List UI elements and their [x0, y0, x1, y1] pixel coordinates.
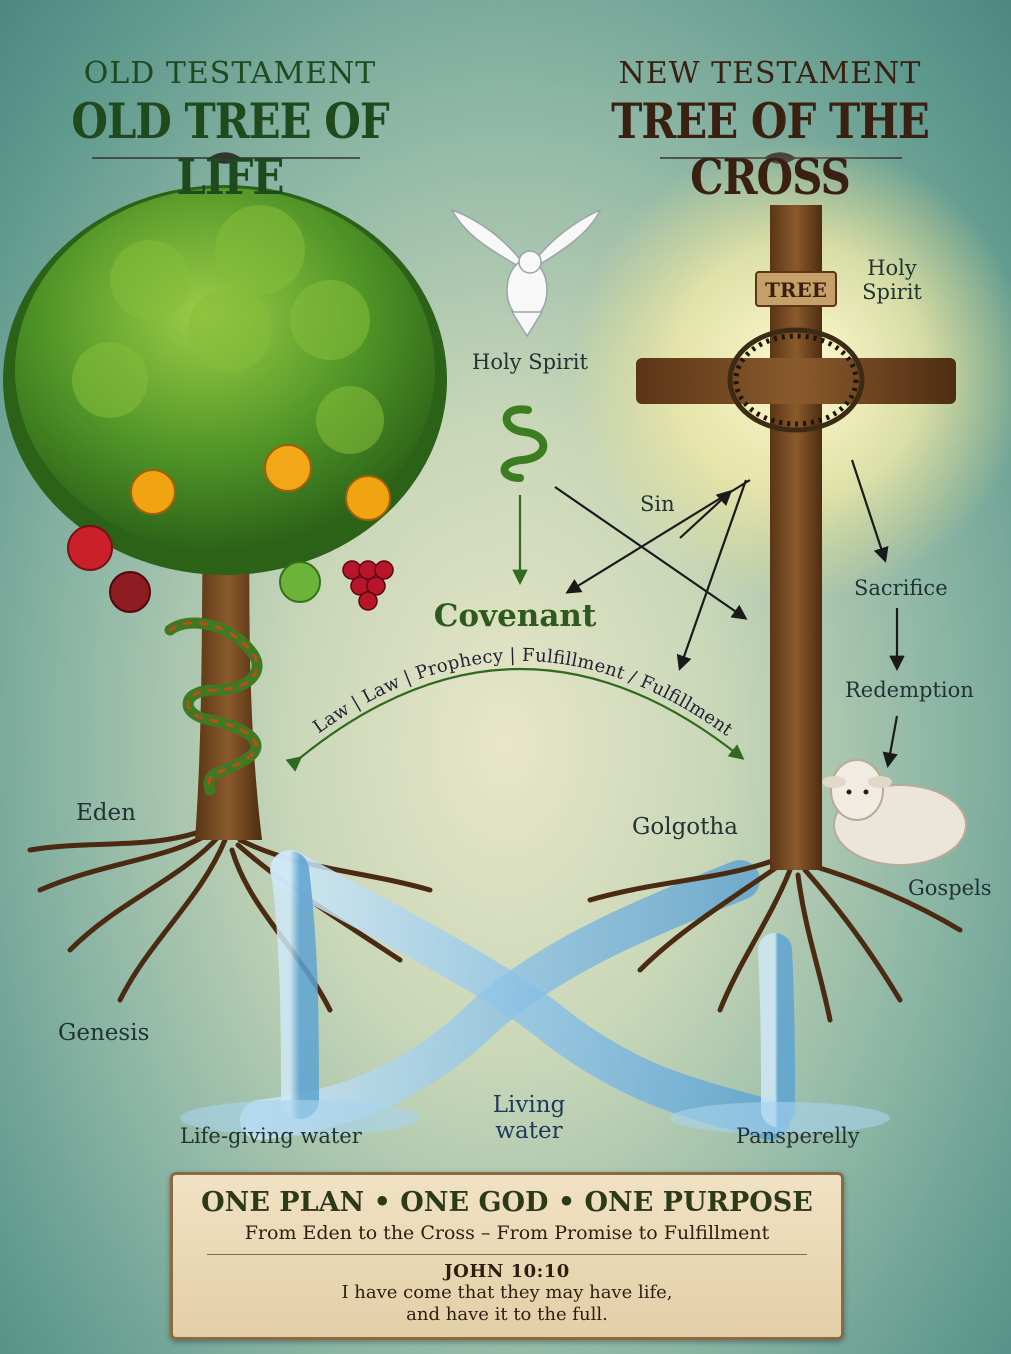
crown-of-thorns-icon [727, 327, 865, 433]
verse-line-2: and have it to the full. [406, 1304, 608, 1325]
living-water-label: Living water [488, 1092, 570, 1144]
genesis-label: Genesis [58, 1020, 150, 1046]
arc-label-prophecy: Prophecy [413, 645, 505, 684]
arc-label-fulfillment-1: Fulfillment [522, 645, 628, 684]
banner-motto: ONE PLAN • ONE GOD • ONE PURPOSE [201, 1187, 813, 1218]
old-tree-title: OLD TREE OF LIFE [71, 93, 389, 206]
gospels-label: Gospels [908, 876, 992, 900]
serpent-icon [500, 405, 548, 482]
old-testament-label: OLD TESTAMENT [83, 56, 377, 91]
dove-icon [450, 208, 602, 338]
new-testament-header: NEW TESTAMENT TREE OF THE CROSS [560, 56, 980, 206]
redemption-label: Redemption [845, 678, 974, 702]
arc-labels: Law | Law | Prophecy | Fulfillment / Ful… [309, 645, 737, 741]
eden-label: Eden [76, 800, 136, 826]
life-giving-water-label: Life-giving water [180, 1124, 362, 1148]
living-water-line-1: Living [492, 1092, 566, 1118]
banner-divider [207, 1254, 807, 1255]
lamb-icon [822, 759, 967, 866]
verse-reference: JOHN 10:10 [444, 1261, 570, 1282]
verse-line-1: I have come that they may have life, [341, 1282, 673, 1303]
banner-subtitle: From Eden to the Cross – From Promise to… [244, 1222, 770, 1244]
holy-spirit-right-line-1: Holy [867, 256, 917, 280]
holy-spirit-right-label: Holy Spirit [860, 256, 924, 304]
fruit-tree-icon [3, 185, 447, 1013]
golgotha-label: Golgotha [632, 814, 738, 840]
serpent-icon [164, 617, 263, 796]
relationship-arrows [285, 459, 905, 772]
sacrifice-label: Sacrifice [854, 576, 948, 600]
covenant-label: Covenant [433, 598, 597, 634]
left-header-divider [92, 152, 360, 164]
sin-label: Sin [640, 492, 675, 516]
holy-spirit-right-line-2: Spirit [862, 280, 922, 304]
pansperelly-label: Pansperelly [736, 1124, 860, 1148]
tree-of-cross-title: TREE OF THE CROSS [611, 93, 930, 206]
arc-label-fulfillment-2: Fulfillment [637, 671, 737, 741]
cross-icon [587, 205, 963, 1023]
bottom-banner: ONE PLAN • ONE GOD • ONE PURPOSE From Ed… [170, 1172, 844, 1340]
water-stream-icon [180, 850, 890, 1140]
old-testament-header: OLD TESTAMENT OLD TREE OF LIFE [30, 56, 430, 206]
living-water-line-2: water [495, 1118, 563, 1144]
holy-spirit-dove-label: Holy Spirit [472, 350, 588, 374]
new-testament-label: NEW TESTAMENT [618, 56, 922, 91]
cross-sign-text: TREE [765, 278, 827, 302]
